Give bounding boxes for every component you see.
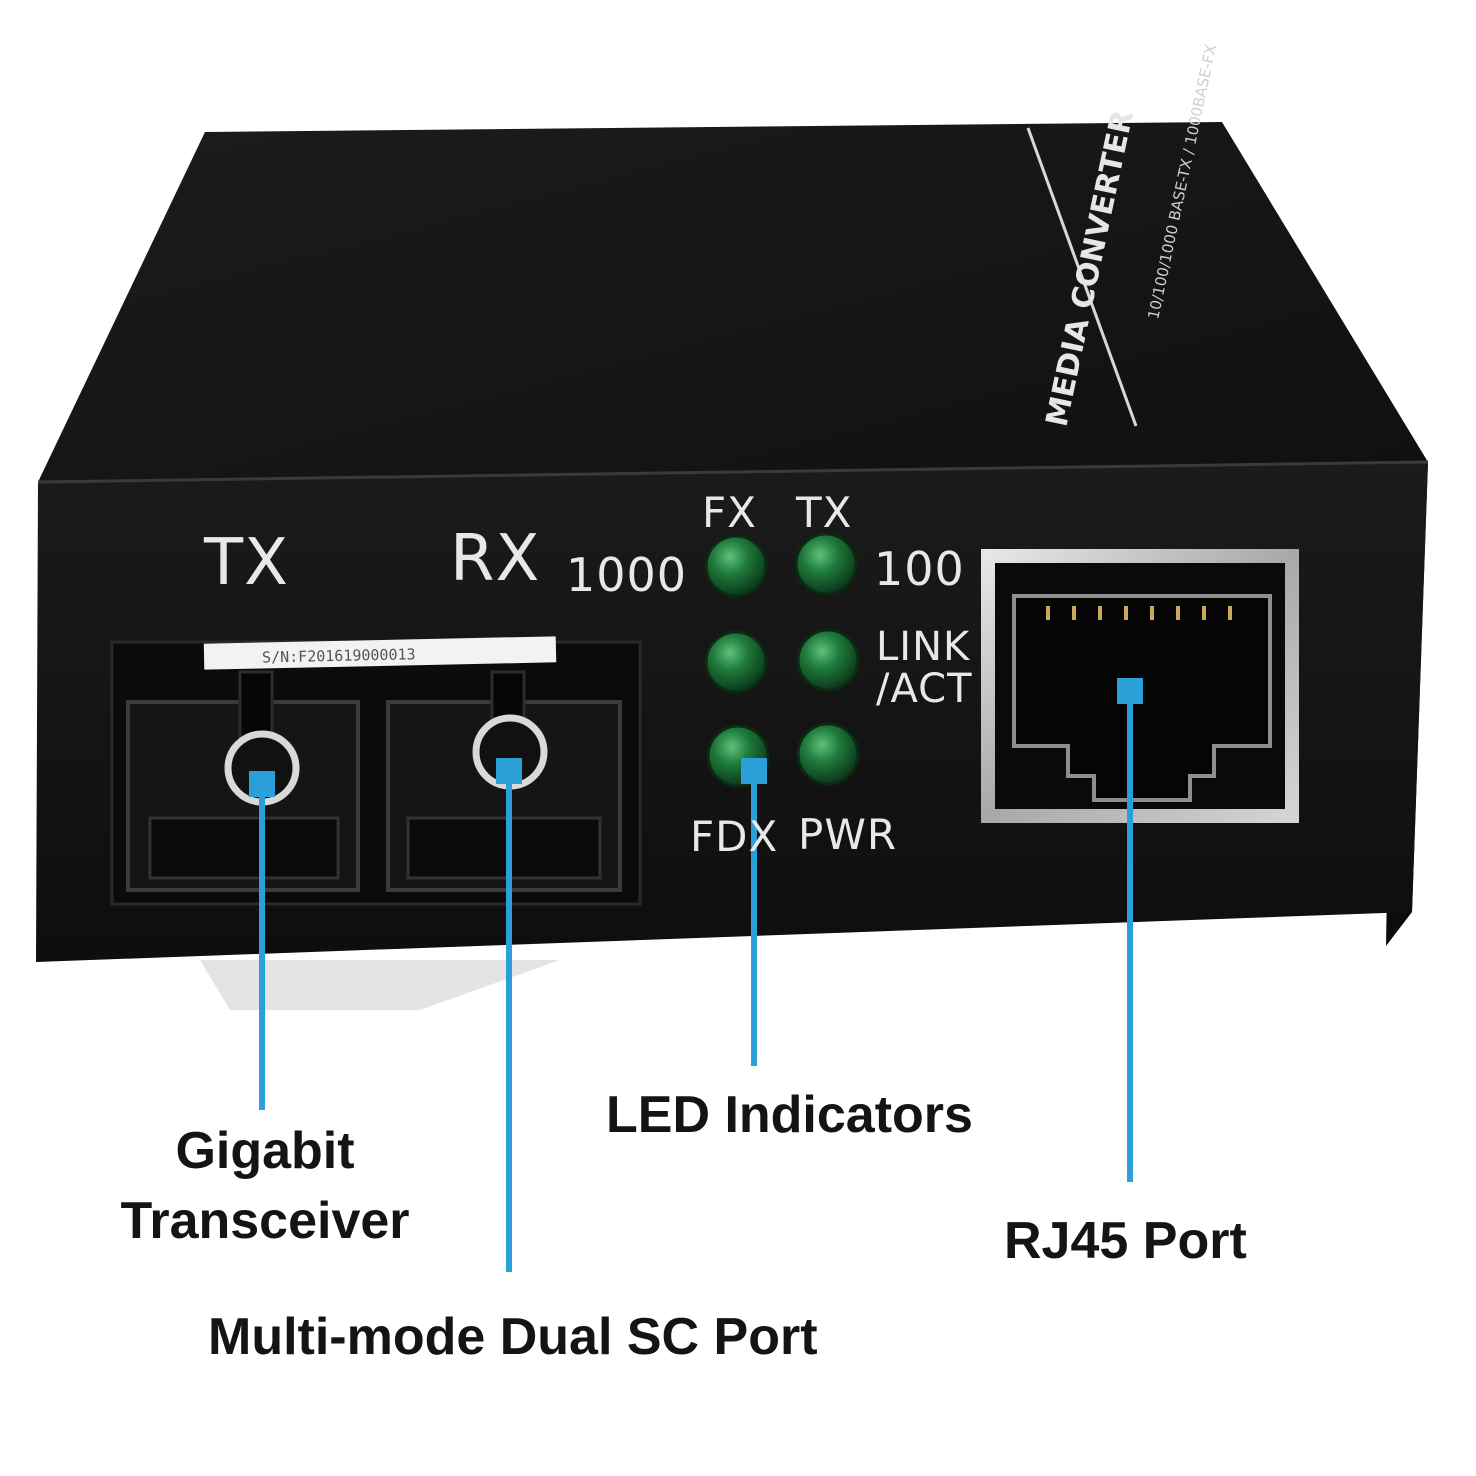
serial-number: S/N:F201619000013 <box>262 645 416 666</box>
device-top-face <box>38 122 1428 482</box>
serial-sticker <box>203 636 557 670</box>
callout-led-indicators: LED Indicators <box>606 1086 973 1144</box>
front-edge-highlight <box>37 460 1429 484</box>
led-label-1000: 1000 <box>566 548 688 602</box>
callout-transceiver-line2: Transceiver <box>120 1192 410 1250</box>
marker-transceiver <box>249 771 275 797</box>
led-label-link: LINK <box>876 624 971 670</box>
led-label-tx: TX <box>796 488 853 537</box>
callout-transceiver-line1: Gigabit <box>175 1122 355 1180</box>
marker-led <box>741 758 767 784</box>
callout-sc-port: Multi-mode Dual SC Port <box>208 1308 818 1366</box>
led-label-act: /ACT <box>876 666 973 712</box>
led-label-fdx: FDX <box>690 812 779 861</box>
led-label-fx: FX <box>702 488 757 537</box>
sc-duplex-connector[interactable] <box>110 640 642 906</box>
port-label-tx: TX <box>204 526 289 600</box>
top-rule-line <box>1026 127 1138 427</box>
led-fx-1000 <box>704 534 768 598</box>
marker-sc-port <box>496 758 522 784</box>
led-fx-link <box>704 630 768 694</box>
led-label-pwr: PWR <box>798 810 898 859</box>
led-tx-link <box>796 628 860 692</box>
led-grid <box>704 532 860 788</box>
rj45-contacts <box>1046 606 1232 620</box>
marker-rj45 <box>1117 678 1143 704</box>
device-shadow <box>200 960 560 1010</box>
led-pwr <box>796 722 860 786</box>
callout-transceiver: Gigabit Transceiver <box>110 1116 420 1256</box>
led-tx-100 <box>794 532 858 596</box>
led-label-100: 100 <box>874 542 965 596</box>
port-label-rx: RX <box>450 522 541 596</box>
callout-rj45-port: RJ45 Port <box>1004 1212 1247 1270</box>
